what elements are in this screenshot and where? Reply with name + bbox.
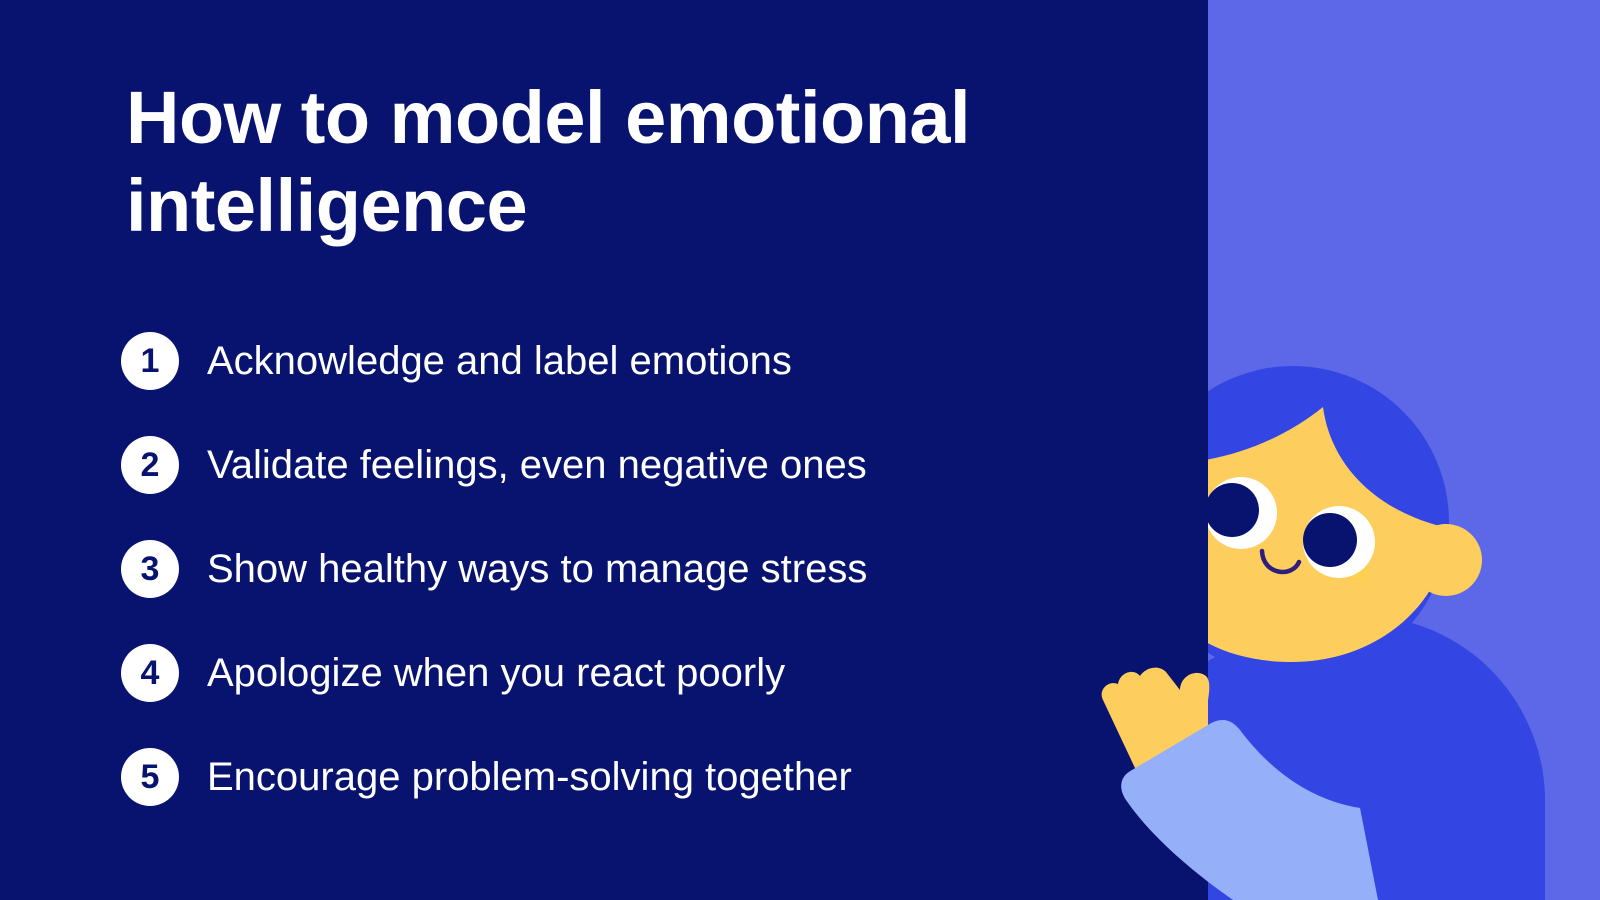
step-label: Apologize when you react poorly [207, 651, 786, 695]
step-number-badge: 4 [121, 644, 179, 702]
steps-list: 1 Acknowledge and label emotions 2 Valid… [121, 332, 867, 852]
step-label: Acknowledge and label emotions [207, 339, 792, 383]
step-number-badge: 1 [121, 332, 179, 390]
step-item-2: 2 Validate feelings, even negative ones [121, 436, 867, 494]
step-number-badge: 3 [121, 540, 179, 598]
step-number-badge: 2 [121, 436, 179, 494]
step-label: Encourage problem-solving together [207, 755, 852, 799]
step-item-5: 5 Encourage problem-solving together [121, 748, 867, 806]
slide-title: How to model emotional intelligence [126, 76, 971, 247]
illustration-panel [1208, 0, 1600, 900]
step-number-badge: 5 [121, 748, 179, 806]
step-label: Validate feelings, even negative ones [207, 443, 867, 487]
step-label: Show healthy ways to manage stress [207, 547, 868, 591]
step-item-3: 3 Show healthy ways to manage stress [121, 540, 867, 598]
step-item-4: 4 Apologize when you react poorly [121, 644, 867, 702]
step-item-1: 1 Acknowledge and label emotions [121, 332, 867, 390]
waving-hand [1101, 667, 1210, 768]
